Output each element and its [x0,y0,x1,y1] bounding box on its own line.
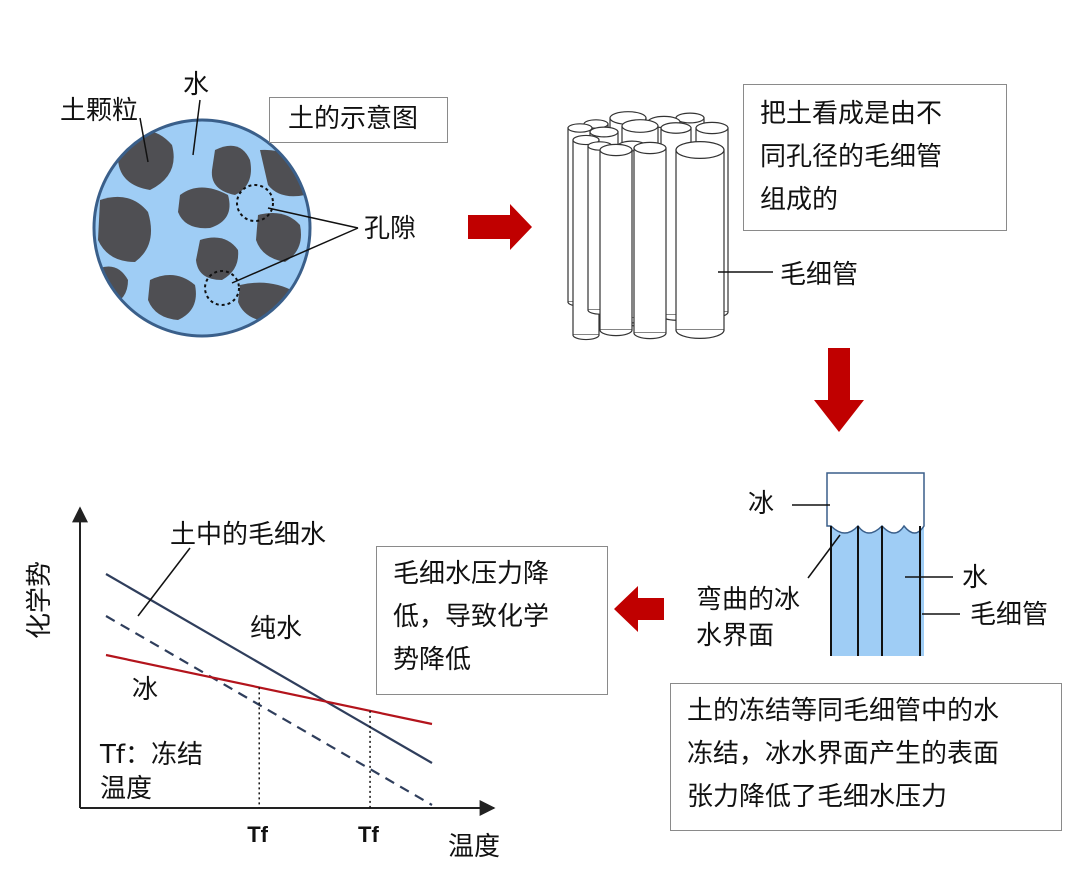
capillary-tube-top [675,141,725,160]
soil-particle [211,145,251,195]
ice-water-tube [792,472,960,656]
capillary-water-series-label: 土中的毛细水 [170,520,327,550]
ice-label: 冰 [748,489,775,519]
y-axis-label: 化学势 [25,561,55,640]
arrow-left [614,586,664,632]
chemical-potential-chart [72,506,496,816]
capillary-tube-top [599,143,633,157]
capillary-tube-top [695,121,729,135]
capillary-tube [675,149,725,331]
pore-circle [204,270,240,306]
series-line-0 [105,573,433,764]
capillary-model-line: 组成的 [760,185,839,215]
capillary-tube-bottom [633,332,667,340]
interface-leader-line [807,534,841,579]
tf-note: Tf：冻结 温度 [100,738,203,806]
capillary-tube-label: 毛细管 [780,260,859,290]
tf-note-line: Tf：冻结 [100,740,204,770]
capillary-model-line: 把土看成是由不 [760,99,943,129]
soil-particle [98,196,152,262]
capillary-model-line: 同孔径的毛细管 [760,142,943,172]
soil-particle-label: 土颗粒 [60,96,139,126]
pressure-line: 低，导致化学 [393,602,550,632]
freezing-explanation-box: 土的冻结等同毛细管中的水 冻结，冰水界面产生的表面 张力降低了毛细水压力 [670,683,1062,831]
tf-marker-layer [258,687,371,808]
freezing-line: 土的冻结等同毛细管中的水 [687,696,1000,726]
arrow-down [814,348,864,432]
capillary-tube-bottom [599,329,633,337]
pore-leader-line [231,227,359,284]
soil-particle [178,187,230,229]
pore-leader-line [267,207,359,229]
particle-leader-line [139,117,149,163]
freezing-line: 冻结，冰水界面产生的表面 [687,739,1000,769]
series-line-1 [105,615,433,806]
pressure-explanation-box: 毛细水压力降 低，导致化学 势降低 [376,546,608,695]
capillary-water-leader-line [137,547,191,617]
capillary-tube-bottom [675,329,725,339]
interface-label-line: 弯曲的冰 [696,585,801,615]
tf-tick-label: Tf [358,822,379,847]
soil-circle-illustration [92,99,359,338]
soil-diagram-title: 土的示意图 [288,104,419,134]
capillary-tube [633,147,667,334]
interface-label-line: 水界面 [696,621,775,651]
water-region [831,526,924,656]
series-line-2 [105,653,433,726]
pure-water-series-label: 纯水 [250,614,303,644]
freezing-line: 张力降低了毛细水压力 [687,782,948,812]
x-axis-label: 温度 [448,832,501,862]
water-leader-line [192,99,201,156]
ice-block [826,472,925,534]
soil-particle [256,212,301,262]
soil-circle-outline [92,118,312,338]
soil-particle [196,237,239,280]
series-layer [105,573,433,806]
arrow-right [468,204,532,250]
capillary-tube-top [567,123,593,133]
pore-label: 孔隙 [364,214,417,244]
soil-particle [148,275,196,320]
tube-water-label: 水 [962,563,989,593]
ice-series-label: 冰 [132,675,159,705]
water-label: 水 [183,70,210,100]
capillary-tube-top [633,141,667,155]
soil-diagram-title-box: 土的示意图 [269,97,448,143]
capillary-model-box: 把土看成是由不 同孔径的毛细管 组成的 [743,84,1007,231]
capillary-tube-top [589,126,619,138]
capillary-bundle [567,111,729,341]
capillary-tube-bottom [572,334,600,341]
tube-capillary-label: 毛细管 [970,600,1049,630]
pressure-line: 毛细水压力降 [393,559,550,589]
pressure-line: 势降低 [393,645,472,675]
ice-water-interface-label: 弯曲的冰 水界面 [696,582,800,654]
capillary-tube-top [660,122,692,134]
tf-tick-label: Tf [247,822,268,847]
capillary-tube-top [621,119,659,133]
tf-note-line: 温度 [100,774,153,804]
pore-circle [236,184,274,222]
capillary-tube [599,149,633,331]
